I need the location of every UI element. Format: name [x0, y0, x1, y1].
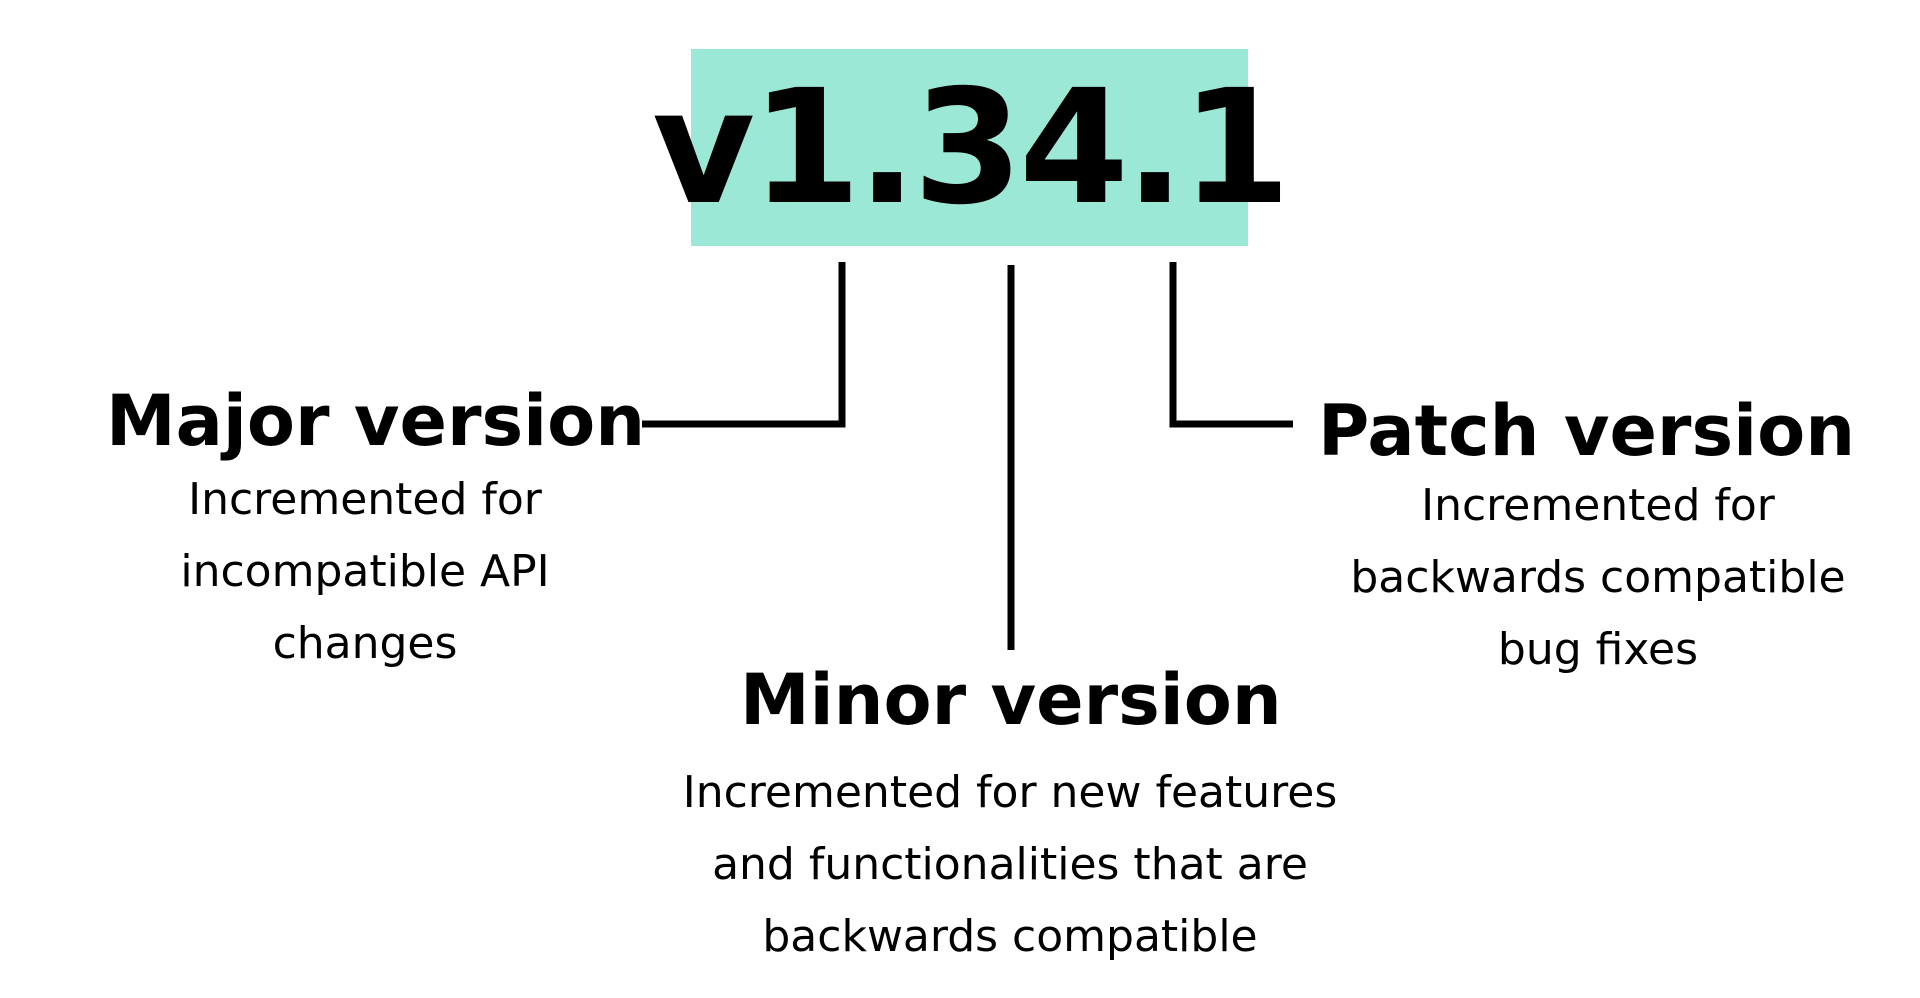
major-version-title: Major version	[106, 380, 646, 462]
version-number-box: v1.34.1	[652, 49, 1291, 246]
major-description-line: Incremented for	[188, 474, 542, 525]
patch-description-line: backwards compatible	[1350, 552, 1846, 603]
patch-connector-line	[1169, 262, 1293, 428]
minor-version-title: Minor version	[740, 659, 1282, 741]
version-number: v1.34.1	[652, 55, 1291, 240]
minor-description-line: Incremented for new features	[682, 767, 1338, 818]
patch-description-line: Incremented for	[1421, 480, 1775, 531]
minor-description-line: backwards compatible	[762, 911, 1258, 962]
major-version-description: Incremented for incompatible API changes	[105, 464, 625, 680]
minor-version-description: Incremented for new features and functio…	[620, 757, 1400, 973]
patch-version-description: Incremented for backwards compatible bug…	[1318, 470, 1878, 686]
major-description-line: incompatible API	[180, 546, 550, 597]
patch-version-title: Patch version	[1318, 390, 1856, 472]
patch-description-line: bug fixes	[1497, 624, 1699, 675]
major-description-line: changes	[272, 618, 458, 669]
major-connector-line	[642, 262, 846, 428]
minor-description-line: and functionalities that are	[712, 839, 1308, 890]
